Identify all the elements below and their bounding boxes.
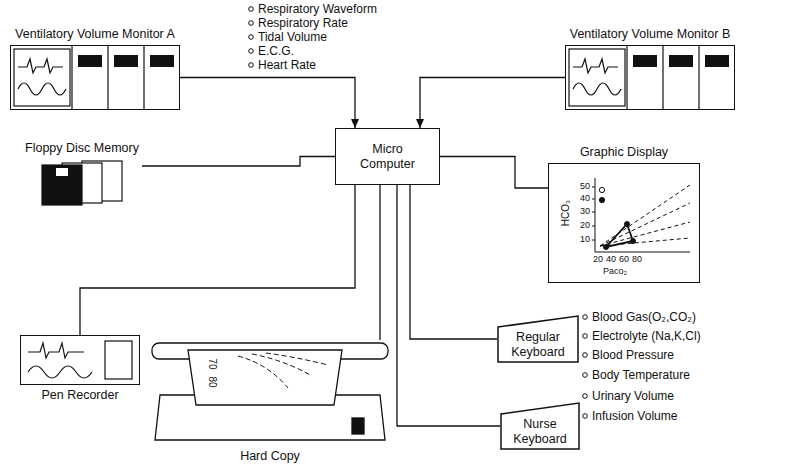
tick-label: Paco₂ [603, 266, 627, 277]
axis-label: 70 [206, 358, 218, 369]
monitor-box: Ventilatory Volume Monitor A [10, 45, 180, 110]
keyboard-box: Regular Keyboard [497, 315, 579, 363]
monitor-picture [14, 45, 174, 110]
connector-line [420, 78, 565, 129]
floppy-discs [42, 161, 122, 205]
chart-plot [592, 178, 690, 252]
connector-line [397, 185, 500, 426]
tick-label: 50 [576, 181, 590, 192]
data-item: Urinary Volume [592, 389, 674, 403]
data-item: Heart Rate [258, 58, 316, 72]
data-item: Blood Pressure [592, 348, 674, 362]
node-heading: Floppy Disc Memory [25, 141, 139, 156]
data-item: Electrolyte (Na,K,Cl) [592, 329, 701, 343]
printer-box: Hard Copy [150, 340, 390, 445]
node-heading: Graphic Display [580, 145, 668, 160]
axis-label: HCO₃ [560, 200, 572, 226]
tick-label: 20 [592, 254, 604, 265]
node-heading: Hard Copy [240, 449, 300, 464]
monitor-picture [569, 45, 729, 110]
node-heading: Ventilatory Volume Monitor B [570, 27, 731, 42]
node-body: Regular Keyboard [497, 327, 579, 363]
tick-label: 60 [618, 254, 630, 265]
tick-label: 40 [605, 254, 617, 265]
disc-memory: Floppy Disc Memory [22, 160, 142, 206]
data-item: Blood Gas(O₂,CO₂) [592, 310, 696, 324]
tick-label: 30 [576, 206, 590, 217]
connector-line [410, 185, 497, 339]
data-item: Respiratory Rate [258, 16, 348, 30]
node-label: Nurse Keyboard [508, 417, 572, 447]
tick-label: 20 [576, 220, 590, 231]
tick-label: 10 [576, 234, 590, 245]
connector-line [440, 157, 548, 189]
recorder-box: Pen Recorder [20, 335, 140, 385]
data-item: Tidal Volume [258, 30, 327, 44]
arrow-head [351, 119, 359, 128]
tick-label: 80 [631, 254, 643, 265]
connector-line [379, 185, 380, 340]
node-label: Regular Keyboard [506, 330, 570, 360]
node-body: Nurse Keyboard [500, 414, 580, 450]
data-item: Respiratory Waveform [258, 2, 377, 16]
keyboard-box: Nurse Keyboard [500, 402, 580, 450]
connector-line [80, 185, 355, 335]
axis-label: 80 [206, 376, 218, 387]
computer-box: Micro Computer [335, 128, 440, 185]
node-label: Micro Computer [352, 142, 424, 172]
node-heading: Pen Recorder [41, 388, 118, 403]
tick-label: 40 [576, 193, 590, 204]
data-item: Body Temperature [592, 368, 690, 382]
recorder-picture [28, 341, 132, 379]
node-body: Micro Computer [336, 129, 439, 184]
monitor-box: Ventilatory Volume Monitor B [565, 45, 735, 110]
printer-picture [152, 343, 388, 440]
data-item: E.C.G. [258, 44, 294, 58]
node-heading: Ventilatory Volume Monitor A [15, 27, 175, 42]
connector-line [142, 157, 335, 167]
connector-line [180, 78, 355, 129]
arrow-head [416, 119, 424, 128]
data-item: Infusion Volume [592, 409, 677, 423]
